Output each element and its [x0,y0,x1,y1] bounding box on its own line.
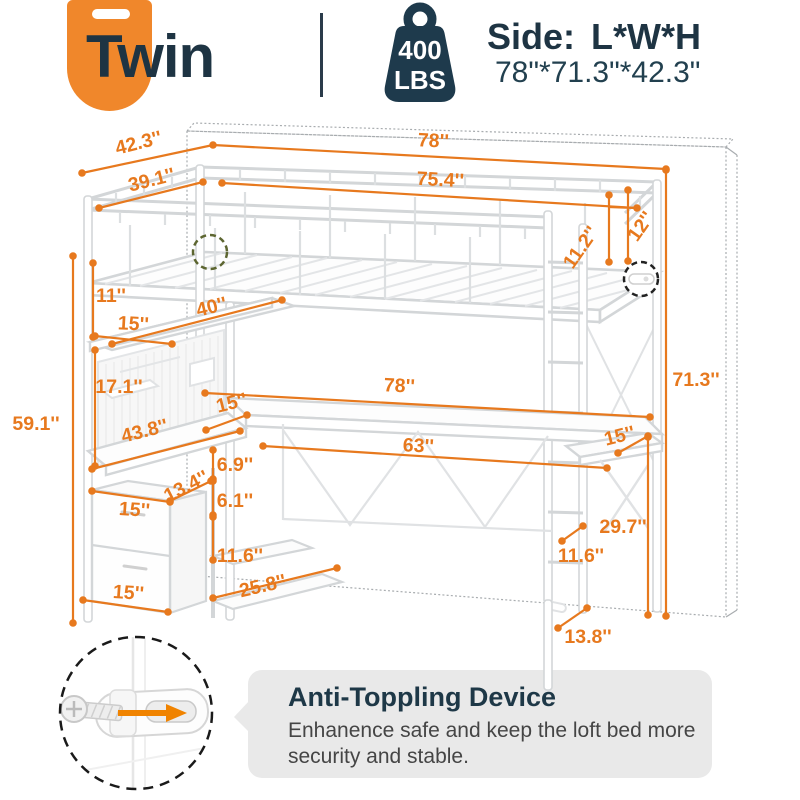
dimension-label: 63'' [402,434,434,458]
ladder-leg-extension [543,599,553,691]
dimension-label: 17.1'' [95,376,142,398]
right-side-brace [582,317,658,473]
detail-highlight-circle-left [191,233,229,271]
anti-toppling-inset [58,635,214,791]
weight-unit: LBS [394,65,446,95]
dimension-label: 78'' [417,129,449,153]
dimension-label: 42.3'' [113,127,164,160]
dimension-label: 29.7'' [599,516,646,538]
callout-title: Anti-Toppling Device [288,682,556,712]
drawer-unit [90,479,208,615]
anti-toppling-callout [234,670,712,778]
bed-size-label: Twin [86,23,215,90]
dimension-label: 15'' [214,389,249,418]
dimension-label: 13.8'' [564,626,611,648]
dimension-label: 25.8'' [237,570,288,602]
side-dimensions-value: 78"*71.3"*42.3" [495,56,701,89]
bracket-slot [145,700,197,723]
dimension-lines [69,141,670,632]
dimension-label: 13.4'' [160,466,212,507]
right-side-shelf [563,431,666,533]
bracket-plate [94,688,210,738]
weight-value: 400 [398,35,441,65]
dimension-label: 12'' [623,208,659,246]
detail-highlight-circle-right [622,260,660,298]
dimension-label: 75.4'' [416,168,464,192]
pegboard [97,328,225,468]
brand-logo-bar [92,9,130,19]
dimension-label: 11.2'' [559,222,603,272]
dimension-label: 71.3'' [672,369,719,391]
upper-shelf [85,296,299,353]
dimension-label: 39.1'' [126,164,177,197]
screw [60,695,124,723]
dimension-label: 11'' [96,285,126,307]
dimension-label: 78'' [383,374,415,398]
header: Twin 400 LBS Side: L*W*H 78"*71.3"*42.3" [0,0,800,115]
dimension-label: 59.1'' [12,413,59,435]
weight-capacity-icon: 400 LBS [384,2,456,102]
deck-slats [104,252,659,309]
dimension-label: 43.8'' [119,415,170,448]
rail-spindles [114,169,642,303]
insert-direction-arrow [118,704,187,722]
dimension-label: 11.6'' [558,545,604,567]
side-formula: L*W*H [591,16,702,57]
header-divider [320,13,323,97]
callout-description-line2: security and stable. [288,745,469,768]
dimension-label: 11.6'' [217,545,263,567]
desk [85,396,666,477]
bed-line-art [83,164,666,623]
anti-topple-foot [547,600,567,614]
side-dimensions-title: Side: L*W*H [487,16,701,58]
callout-pointer [234,700,250,733]
lower-shelves [209,468,346,618]
guard-rails [87,165,659,230]
dimension-label: 15'' [112,581,144,605]
dimension-label: 15'' [602,422,637,451]
desk-truss [281,424,553,533]
side-label: Side: [487,16,576,57]
callout-description-line1: Enhanence safe and keep the loft bed mor… [288,719,695,742]
bed-posts [83,164,662,623]
dimension-labels: 42.3'' 78'' 39.1'' 75.4'' 11.2'' 12'' 11… [12,127,719,648]
dimension-label: 6.1'' [217,490,253,512]
dimension-label: 15'' [118,498,150,522]
bounding-box [185,122,738,618]
dimension-label: 6.9'' [217,454,253,476]
dimension-label: 40'' [194,293,229,322]
dimension-label: 15'' [117,312,149,336]
ladder-rungs [547,260,584,565]
